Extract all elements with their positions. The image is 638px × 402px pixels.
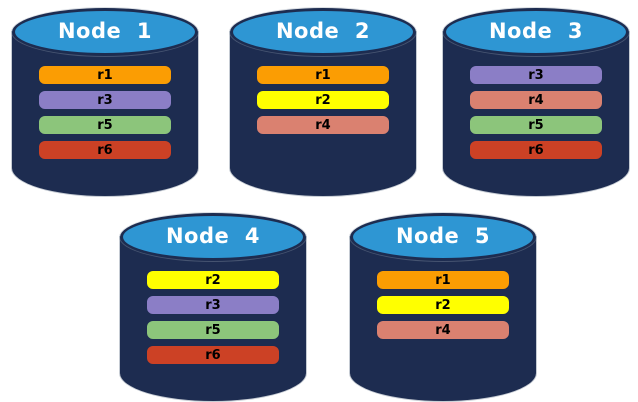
replica-r6: r6 [469, 140, 603, 160]
replica-r6: r6 [146, 345, 280, 365]
cylinder-body [230, 32, 416, 196]
node-3: Node 3 r3 r4 r5 r6 [443, 8, 629, 196]
replica-r3: r3 [146, 295, 280, 315]
node-5: Node 5 r1 r2 r4 [350, 213, 536, 401]
replica-r6: r6 [38, 140, 172, 160]
replica-r1: r1 [38, 65, 172, 85]
replica-r2: r2 [256, 90, 390, 110]
node-label: Node 2 [275, 19, 370, 43]
cylinder-top: Node 2 [230, 8, 416, 56]
node-2: Node 2 r1 r2 r4 [230, 8, 416, 196]
replica-r4: r4 [469, 90, 603, 110]
node-4: Node 4 r2 r3 r5 r6 [120, 213, 306, 401]
replica-r5: r5 [469, 115, 603, 135]
replica-r3: r3 [469, 65, 603, 85]
replica-list: r3 r4 r5 r6 [443, 65, 629, 165]
cylinder-body [120, 237, 306, 401]
replica-r1: r1 [256, 65, 390, 85]
cylinder-body [12, 32, 198, 196]
replica-r3: r3 [38, 90, 172, 110]
replica-r4: r4 [256, 115, 390, 135]
replica-r2: r2 [376, 295, 510, 315]
cylinder-top: Node 4 [120, 213, 306, 261]
replica-r2: r2 [146, 270, 280, 290]
cylinder-body [350, 237, 536, 401]
node-label: Node 5 [395, 224, 490, 248]
cylinder-top: Node 1 [12, 8, 198, 56]
replica-list: r1 r3 r5 r6 [12, 65, 198, 165]
replica-r5: r5 [146, 320, 280, 340]
replica-list: r1 r2 r4 [350, 270, 536, 345]
replica-r4: r4 [376, 320, 510, 340]
node-label: Node 3 [488, 19, 583, 43]
node-label: Node 4 [165, 224, 260, 248]
node-1: Node 1 r1 r3 r5 r6 [12, 8, 198, 196]
replica-r1: r1 [376, 270, 510, 290]
replica-list: r2 r3 r5 r6 [120, 270, 306, 370]
replica-r5: r5 [38, 115, 172, 135]
replica-list: r1 r2 r4 [230, 65, 416, 140]
node-label: Node 1 [57, 19, 152, 43]
cylinder-body [443, 32, 629, 196]
cylinder-top: Node 5 [350, 213, 536, 261]
cylinder-top: Node 3 [443, 8, 629, 56]
